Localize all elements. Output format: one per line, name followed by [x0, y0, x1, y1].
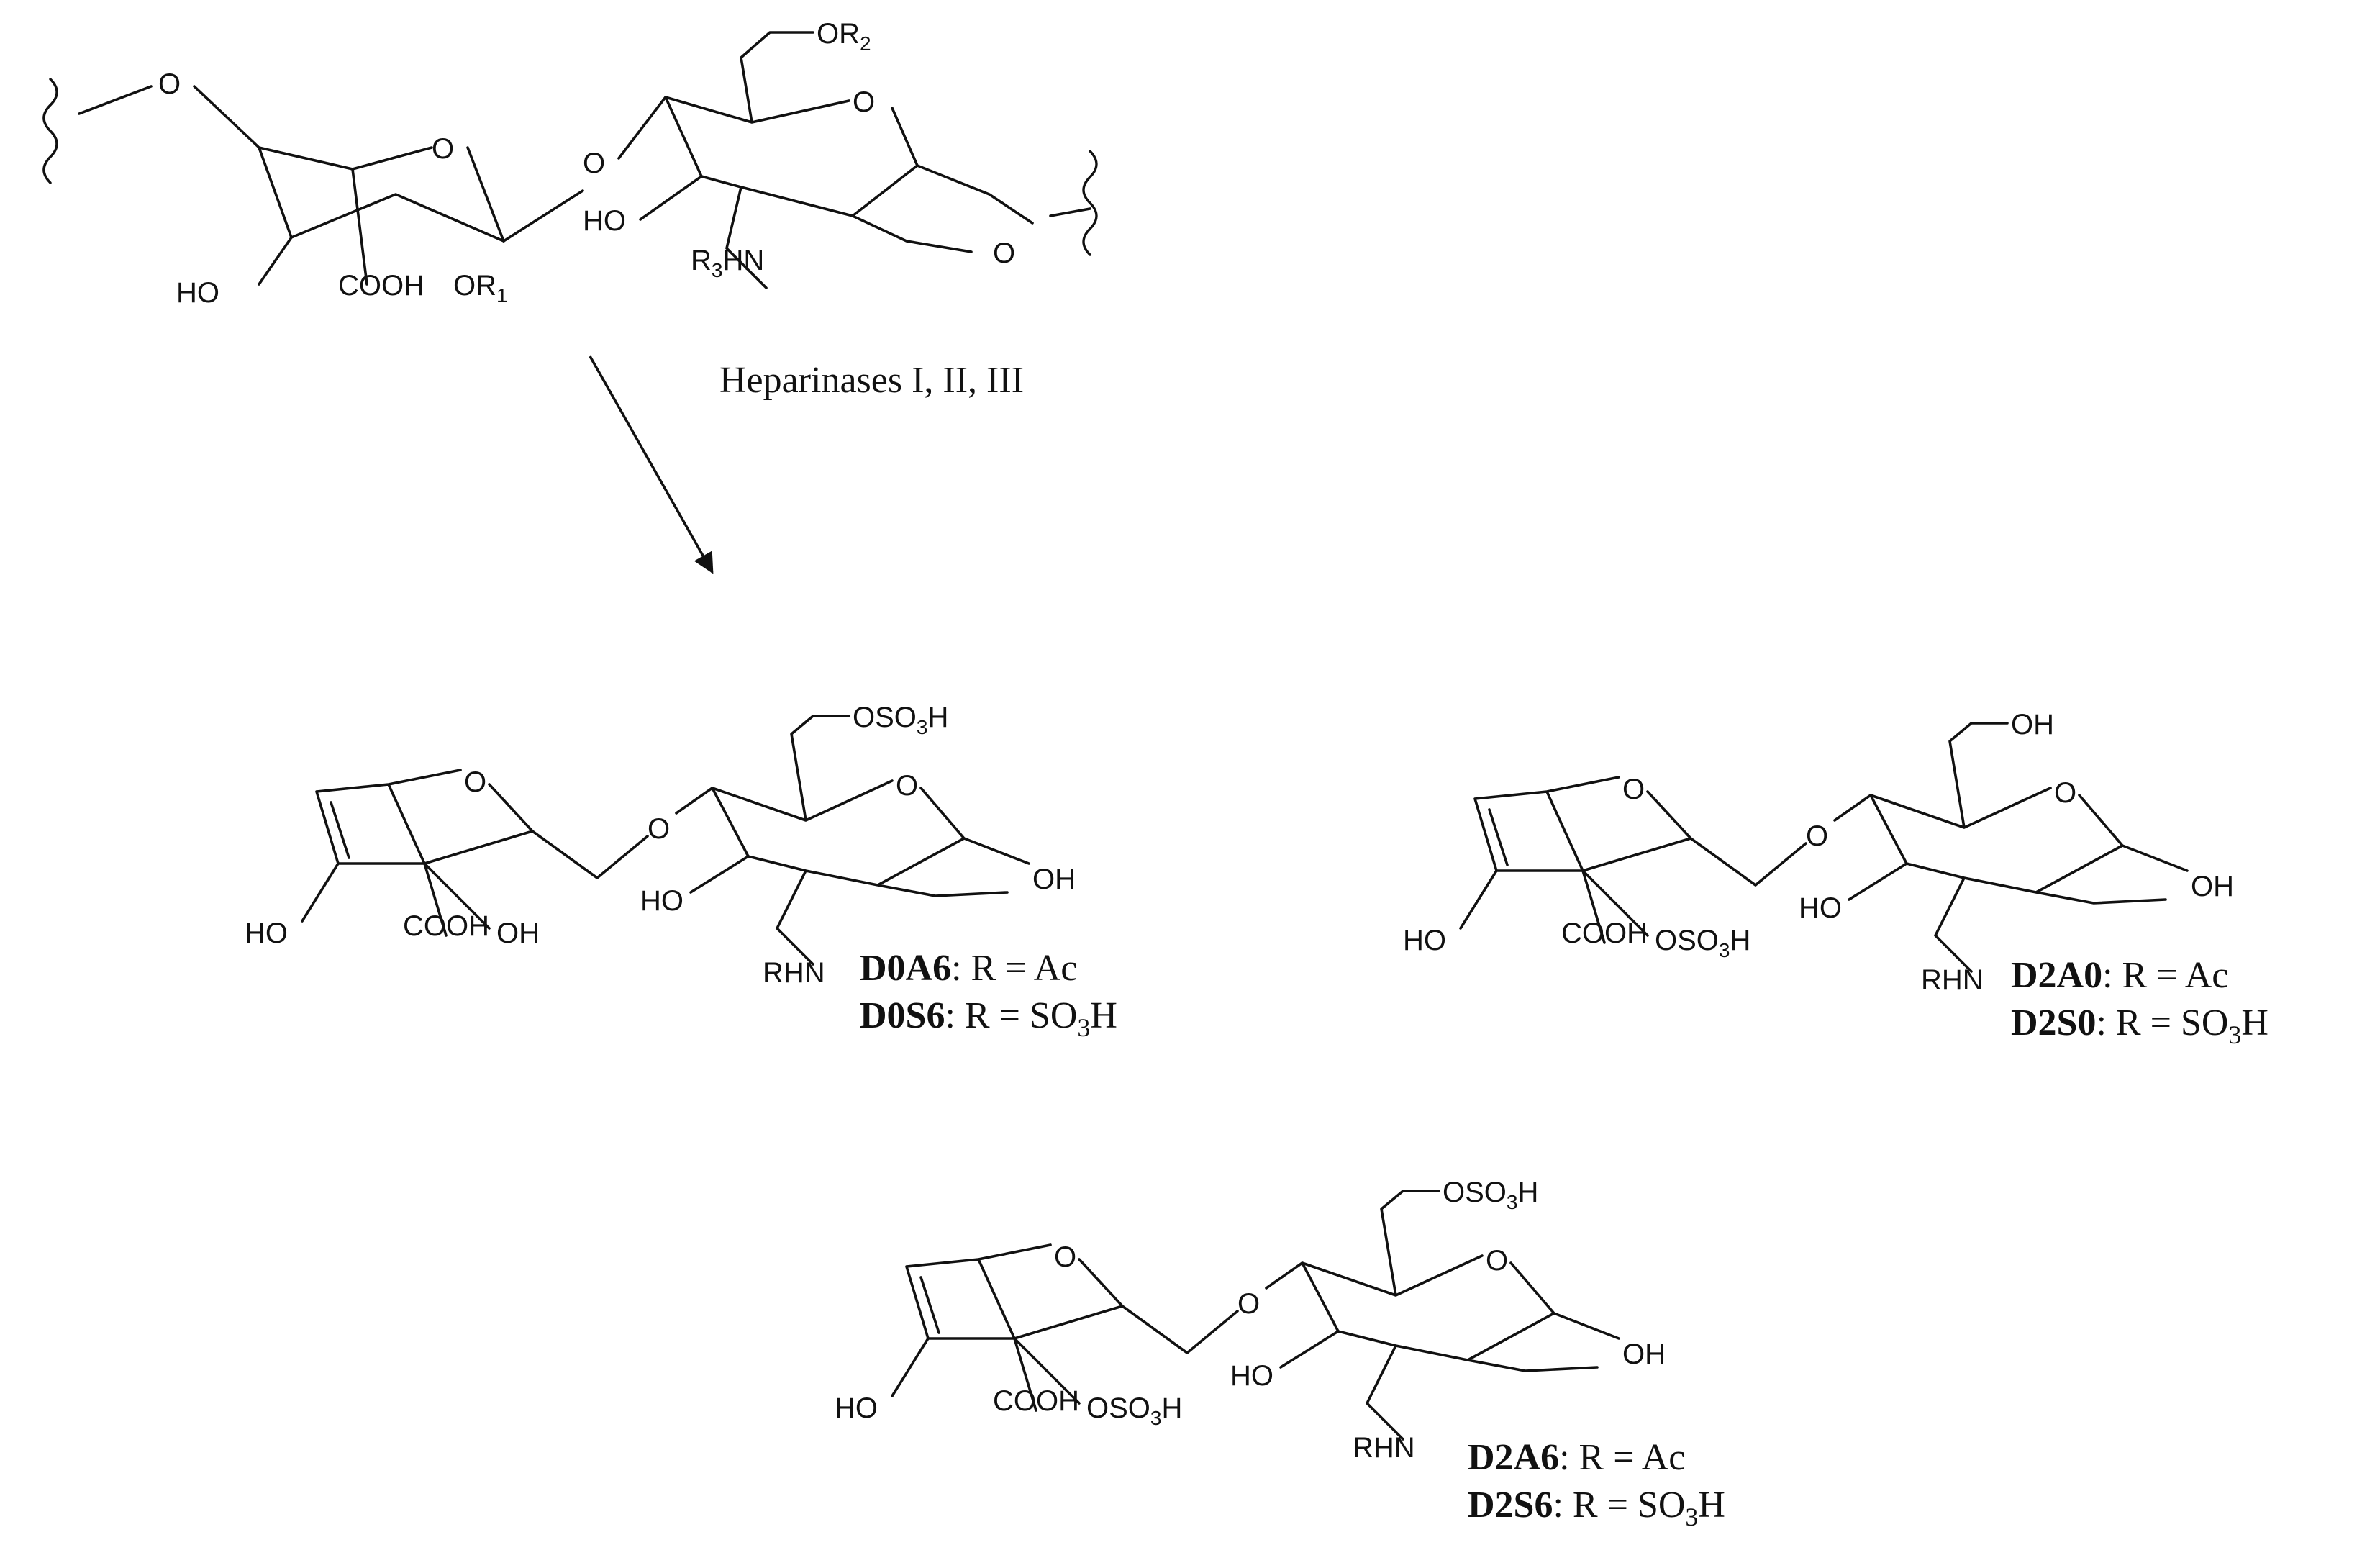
product-d2a6-carboxyl: COOH	[993, 1385, 1079, 1417]
product-d2a0-label: D2A0: R = Ac	[2011, 955, 2228, 996]
product-d0a6-o2-substituent: OH	[496, 918, 540, 949]
polymer-or1: OR1	[453, 270, 508, 307]
product-d2a6-gring-o: O	[1486, 1245, 1508, 1277]
product-d2a0-carboxyl: COOH	[1561, 918, 1648, 949]
polymer-uronic-ring-o: O	[432, 133, 454, 165]
product-d2a0-o2-substituent: OSO3H	[1655, 925, 1750, 961]
product-d0a6-label: D0A6: R = Ac	[860, 948, 1077, 989]
product-d2a0-ho-glucosamine: HO	[1799, 892, 1842, 924]
polymer-ho-uronic: HO	[176, 277, 219, 309]
polymer-r3hn: R3HN	[691, 245, 764, 281]
polymer-link-o-right: O	[993, 237, 1015, 269]
product-d0a6-ring-o: O	[464, 766, 486, 798]
polymer-ho-glucosamine: HO	[583, 205, 626, 237]
polymer-link-o-mid: O	[583, 148, 605, 179]
product-d0a6-rhn: RHN	[763, 957, 825, 989]
product-d0a6-carboxyl: COOH	[403, 910, 489, 942]
wavy-chain-end-right	[1082, 150, 1098, 256]
product-d2a6-label: D2A6: R = Ac	[1468, 1437, 1685, 1478]
product-d2a0-o6-substituent: OH	[2011, 709, 2054, 740]
product-d0a6-gring-o: O	[896, 770, 918, 802]
product-d0a6-link-o: O	[648, 813, 670, 845]
product-d0a6-oh-anomeric: OH	[1032, 864, 1076, 895]
enzyme-label: Heparinases I, II, III	[719, 360, 1024, 401]
product-d2a0-gring-o: O	[2054, 777, 2076, 809]
polymer-link-o-left: O	[158, 68, 181, 100]
product-d0a6-ho-uronic: HO	[245, 918, 288, 949]
polymer-or2: OR2	[817, 18, 871, 55]
product-d2a0-rhn: RHN	[1921, 964, 1984, 996]
product-d2a6-structure: O O O OSO3H HO COOH OSO3H HO RHN OH D2A6…	[835, 1177, 1725, 1531]
uronic-ring-bonds	[78, 85, 505, 286]
wavy-chain-end-left	[42, 78, 58, 184]
product-d2a6-ring-o: O	[1054, 1241, 1076, 1273]
product-d2a6-rhn: RHN	[1353, 1432, 1415, 1464]
product-d2a0-structure: O O O OH HO COOH OSO3H HO RHN OH D2A0: R…	[1403, 709, 2268, 1049]
glucosamine-ring-bonds	[502, 31, 1091, 289]
product-d2a6-oh-anomeric: OH	[1622, 1338, 1666, 1370]
product-d2a0-link-o: O	[1806, 820, 1828, 852]
heparin-polymer-structure: O O O O O HO COOH OR1 OR2 HO R3HN	[42, 18, 1098, 309]
product-d2a6-ho-glucosamine: HO	[1230, 1360, 1273, 1392]
product-d2a0-ring-o: O	[1622, 774, 1645, 805]
product-d2s6-label: D2S6: R = SO3H	[1468, 1485, 1725, 1531]
product-d2a6-o6-substituent: OSO3H	[1443, 1177, 1538, 1213]
product-d0a6-ho-glucosamine: HO	[640, 885, 683, 917]
polymer-glucosamine-ring-o: O	[853, 86, 875, 118]
reaction-arrow	[589, 355, 714, 574]
product-d0a6-o6-substituent: OSO3H	[853, 702, 948, 738]
product-d2s0-label: D2S0: R = SO3H	[2011, 1002, 2268, 1049]
product-d2a0-oh-anomeric: OH	[2191, 871, 2234, 902]
product-d0a6-structure: O O O OSO3H HO COOH OH HO RHN OH D0A6: R…	[245, 702, 1117, 1042]
product-d2a6-ho-uronic: HO	[835, 1392, 878, 1424]
product-d0s6-label: D0S6: R = SO3H	[860, 995, 1117, 1042]
product-d2a6-o2-substituent: OSO3H	[1086, 1392, 1182, 1429]
product-d2a6-link-o: O	[1237, 1288, 1260, 1320]
polymer-carboxyl: COOH	[338, 270, 424, 302]
product-d2a0-ho-uronic: HO	[1403, 925, 1446, 956]
